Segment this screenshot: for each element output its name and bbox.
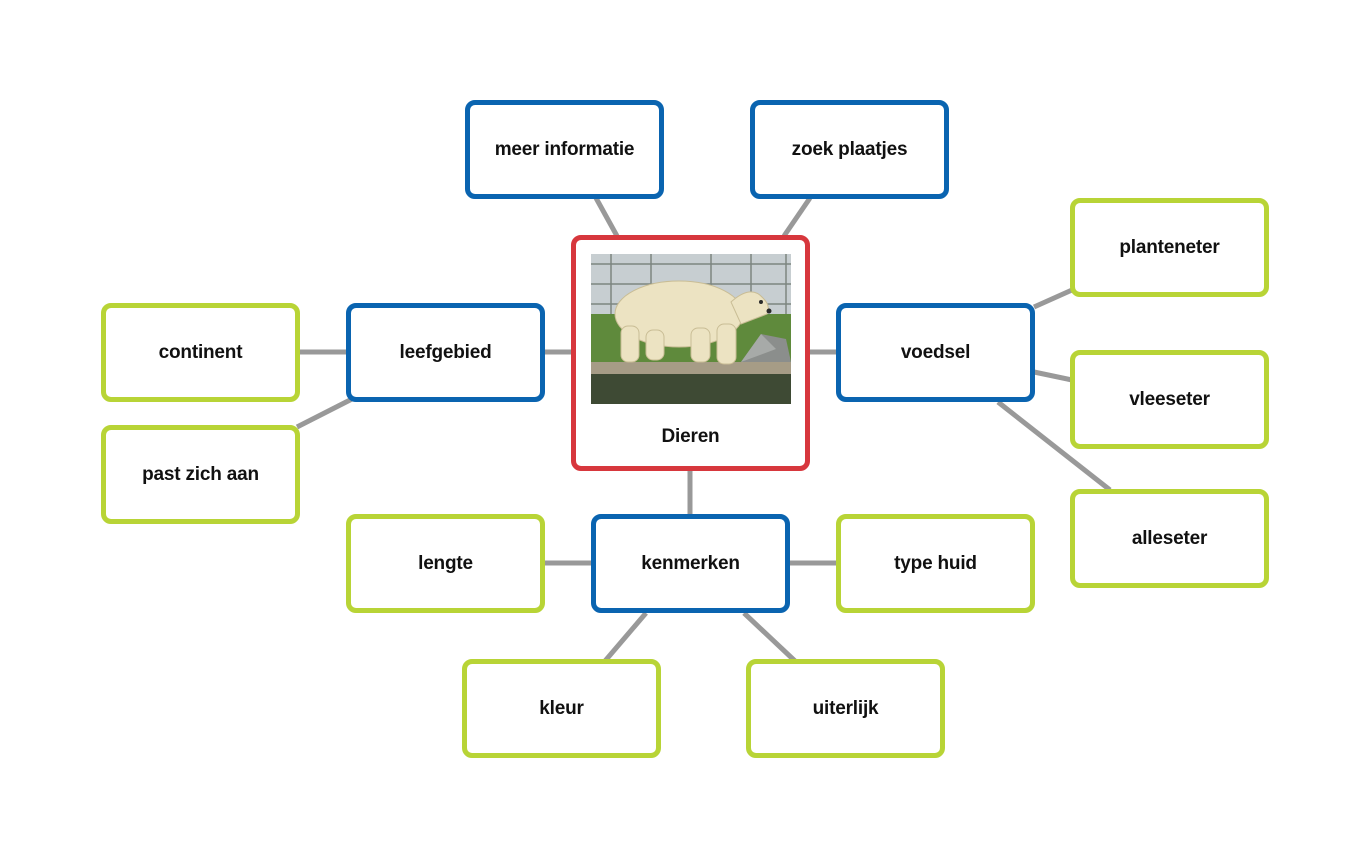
node-meer-informatie[interactable]: meer informatie [465,100,664,199]
connector-line [1032,287,1074,310]
node-label: type huid [894,552,977,574]
node-label: zoek plaatjes [791,138,908,160]
center-node-dieren[interactable]: Dieren [571,235,810,471]
node-label: planteneter [1119,236,1220,258]
node-kleur[interactable]: kleur [462,659,661,758]
polar-bear-image [590,254,791,404]
node-label: meer informatie [494,138,635,160]
node-label: alleseter [1131,527,1208,549]
node-label: leefgebied [399,341,492,363]
node-label: vleeseter [1129,388,1210,410]
connector-line [996,400,1112,492]
node-label: kenmerken [641,552,740,574]
node-vleeseter[interactable]: vleeseter [1070,350,1269,449]
node-label: continent [158,341,243,363]
connector-line [1033,369,1073,383]
node-uiterlijk[interactable]: uiterlijk [746,659,945,758]
node-kenmerken[interactable]: kenmerken [591,514,790,613]
connector-line [295,396,354,430]
center-label: Dieren [661,426,720,447]
polar-bear-photo [590,254,791,404]
node-leefgebied[interactable]: leefgebied [346,303,545,402]
node-label: lengte [418,552,473,574]
connector-line [781,196,813,238]
node-label: voedsel [900,341,971,363]
node-alleseter[interactable]: alleseter [1070,489,1269,588]
node-continent[interactable]: continent [101,303,300,402]
node-past-zich-aan[interactable]: past zich aan [101,425,300,524]
node-zoek-plaatjes[interactable]: zoek plaatjes [750,100,949,199]
node-label: past zich aan [142,463,259,485]
node-voedsel[interactable]: voedsel [836,303,1035,402]
connector-line [742,611,797,663]
node-label: kleur [539,697,584,719]
node-planteneter[interactable]: planteneter [1070,198,1269,297]
node-label: uiterlijk [812,697,879,719]
connector-line [603,611,648,663]
connector-line [593,196,620,238]
node-lengte[interactable]: lengte [346,514,545,613]
node-type-huid[interactable]: type huid [836,514,1035,613]
